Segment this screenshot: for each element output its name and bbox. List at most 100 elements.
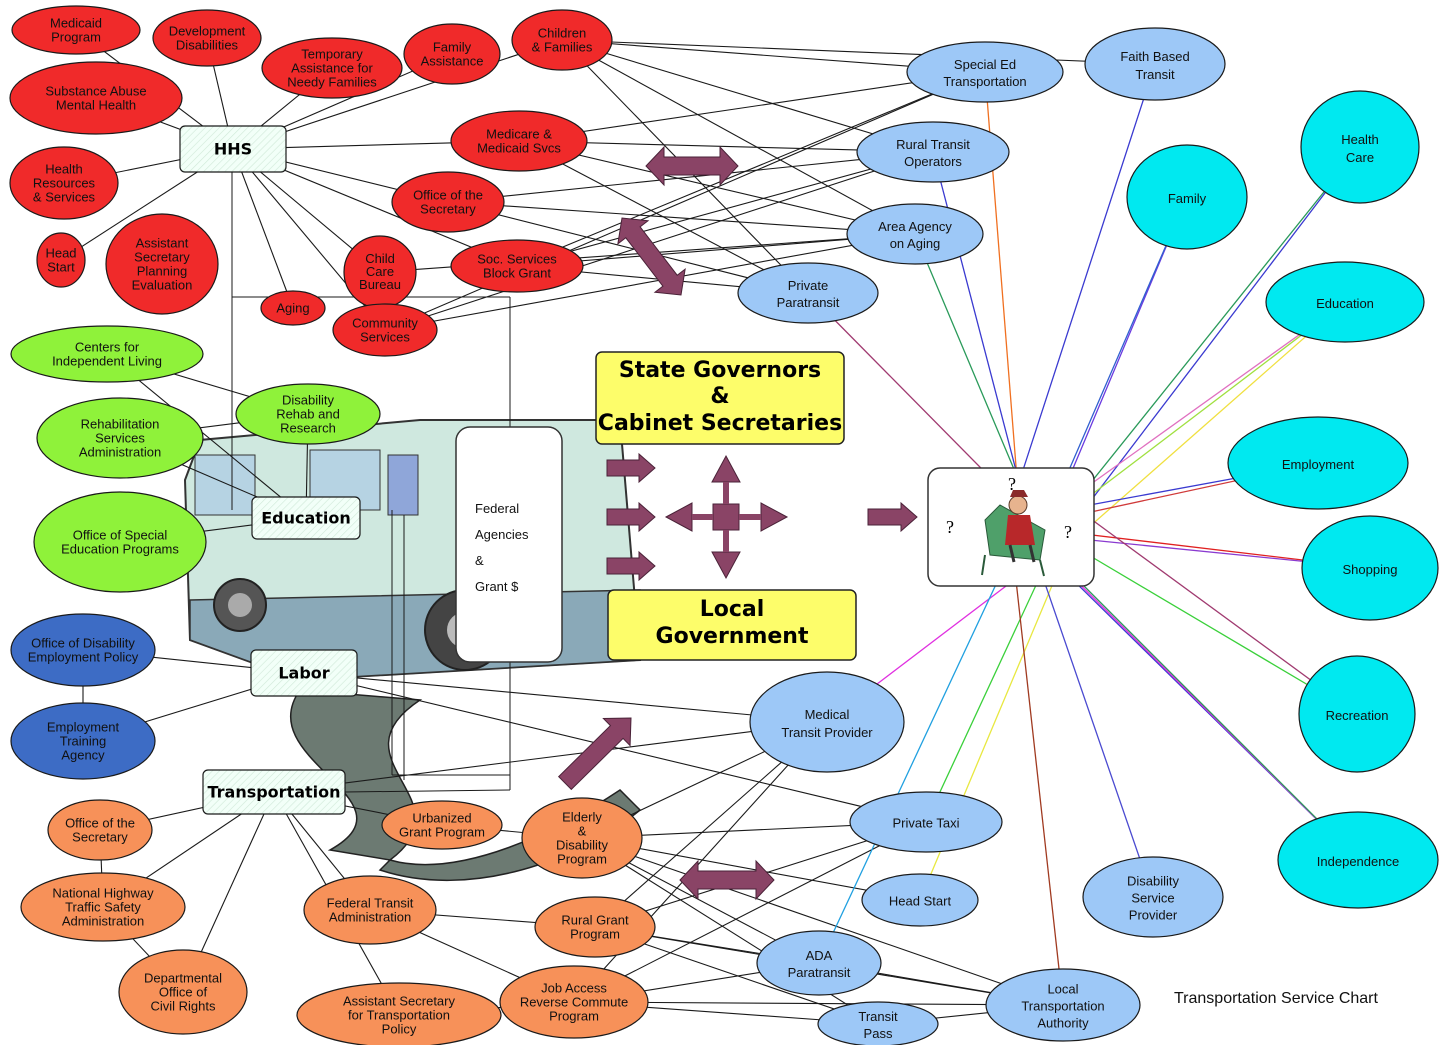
node-label: & xyxy=(578,824,587,839)
node-label: Paratransit xyxy=(777,295,840,310)
node-ellipse xyxy=(9,146,119,220)
node-label: Education Programs xyxy=(61,542,179,557)
node-label: Medical xyxy=(805,707,850,722)
connector-line xyxy=(573,1001,1064,1006)
node-ellipse xyxy=(856,121,1010,183)
dept-box-frame xyxy=(202,769,346,815)
service-link-line xyxy=(1009,525,1064,1006)
question-mark: ? xyxy=(1064,522,1072,542)
node-label: Operators xyxy=(904,154,962,169)
node-label: Program xyxy=(570,927,620,942)
flow-arrows xyxy=(557,145,918,901)
service-link-line xyxy=(1029,531,1359,861)
node-ellipse xyxy=(906,41,1064,103)
node-label: Local xyxy=(1047,982,1078,997)
node-label: Disability xyxy=(1127,874,1180,889)
node-ellipse xyxy=(36,232,86,288)
node-label: Disabilities xyxy=(176,38,239,53)
node-label: Mental Health xyxy=(56,98,136,113)
node-label: Independence xyxy=(1317,854,1399,869)
node-label: Evaluation xyxy=(132,278,193,293)
node-ellipse xyxy=(261,37,403,99)
node-label: & Services xyxy=(33,190,96,205)
node-ellipse xyxy=(1298,655,1416,773)
federal-agencies-box: Federal Agencies & Grant $ xyxy=(455,426,563,663)
node-label: Agency xyxy=(61,748,105,763)
connector-line xyxy=(573,821,927,1003)
node-ellipse xyxy=(737,262,879,324)
node-label: Traffic Safety xyxy=(65,900,141,915)
node-label: Rehabilitation xyxy=(81,417,160,432)
node-ellipse xyxy=(861,873,979,927)
node-ellipse xyxy=(381,800,503,850)
node-label: Private xyxy=(788,278,828,293)
node-ellipse xyxy=(511,9,613,71)
node-ellipse xyxy=(749,671,905,773)
node-label: Administration xyxy=(62,914,144,929)
service-link-line xyxy=(1049,196,1188,515)
node-label: Care xyxy=(366,264,394,279)
node-ellipse xyxy=(10,325,204,383)
node-label: Services xyxy=(360,330,410,345)
node-ellipse xyxy=(11,5,141,55)
node-label: Community xyxy=(352,316,418,331)
node-ellipse xyxy=(1277,811,1439,909)
node-label: Research xyxy=(280,421,336,436)
node-label: Services xyxy=(95,431,145,446)
node-ellipse xyxy=(20,872,186,942)
state-box-line: & xyxy=(710,384,729,409)
four-way-arrow-icon xyxy=(711,454,741,483)
node-ellipse xyxy=(296,982,502,1045)
node-ellipse xyxy=(1126,144,1248,250)
connector-line xyxy=(303,672,927,823)
dept-box-education: Education xyxy=(251,496,361,540)
node-label: Medicaid Svcs xyxy=(477,141,561,156)
node-label: Family xyxy=(433,40,472,55)
node-label: Medicaid xyxy=(50,16,102,31)
node-label: Departmental xyxy=(144,971,222,986)
arrow-icon xyxy=(606,452,656,484)
double-arrow-icon xyxy=(645,145,739,187)
node-ellipse xyxy=(1265,261,1425,343)
dept-box-frame xyxy=(250,649,358,697)
node-label: Assistance xyxy=(421,54,484,69)
node-ellipse xyxy=(450,110,588,172)
connector-line xyxy=(447,201,916,235)
node-label: Substance Abuse xyxy=(45,84,146,99)
node-ellipse xyxy=(756,930,882,996)
node-shopping: Shopping xyxy=(1301,515,1439,621)
node-label: Office of Disability xyxy=(31,636,135,651)
node-label: Employment xyxy=(1282,457,1355,472)
node-label: Resources xyxy=(33,176,96,191)
chart-caption: Transportation Service Chart xyxy=(1174,990,1378,1007)
node-label: ADA xyxy=(806,948,833,963)
node-label: Special Ed xyxy=(954,57,1016,72)
node-label: Rural Transit xyxy=(896,137,970,152)
node-ellipse xyxy=(403,23,501,85)
node-ellipse xyxy=(521,797,643,879)
node-label: Development xyxy=(169,24,246,39)
node-label: Administration xyxy=(79,445,161,460)
node-label: National Highway xyxy=(52,886,154,901)
node-label: Recreation xyxy=(1326,708,1389,723)
node-label: Federal Transit xyxy=(327,896,414,911)
node-ellipse xyxy=(450,239,584,293)
federal-line: Federal xyxy=(475,501,519,516)
connector-line xyxy=(561,39,916,235)
node-ellipse xyxy=(1300,90,1420,204)
node-label: on Aging xyxy=(890,236,941,251)
node-ellipse xyxy=(260,290,326,326)
node-label: Faith Based xyxy=(1120,49,1189,64)
